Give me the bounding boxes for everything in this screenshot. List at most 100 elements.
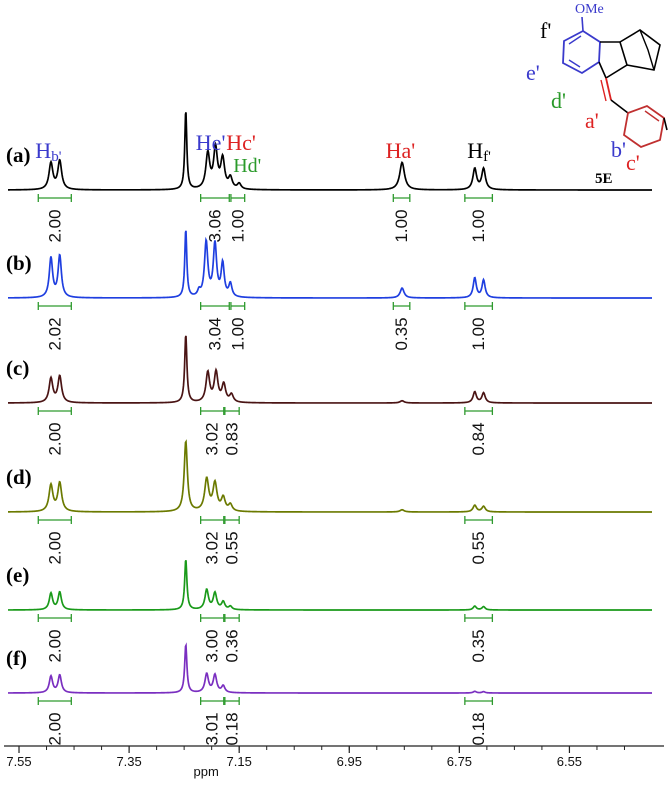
label-f: f' [540, 18, 551, 43]
integral: 2.00 [37, 697, 72, 746]
integral-value: 1.00 [228, 317, 247, 350]
methyl-bond [663, 117, 668, 131]
integral: 1.00 [464, 302, 494, 351]
integral: 3.02 [199, 407, 225, 456]
integral: 2.00 [37, 614, 72, 663]
spectrum-trace [7, 112, 652, 191]
integral-value: 1.00 [469, 317, 488, 350]
peak-label: Hf' [467, 138, 491, 165]
peak-label: Hb' [35, 138, 61, 165]
integral-value: 0.84 [469, 422, 488, 455]
integral: 0.35 [464, 614, 494, 663]
integral-value: 2.00 [45, 209, 64, 242]
spectrum-trace [8, 642, 652, 694]
label-d: d' [551, 88, 566, 113]
integral-value: 2.00 [45, 531, 64, 564]
peak-label: Hc' [226, 130, 256, 155]
ome-label: OMe [575, 2, 604, 17]
integral: 2.00 [37, 407, 72, 456]
peak-label: He' [196, 130, 226, 155]
spectrum-trace [7, 335, 652, 404]
integral-value: 2.00 [45, 422, 64, 455]
x-tick-label: 7.35 [116, 754, 141, 769]
bicyclo-bridge [619, 29, 661, 71]
integral: 3.00 [199, 614, 225, 663]
integral-value: 3.04 [206, 317, 225, 350]
integral: 0.55 [223, 516, 242, 565]
integral: 0.83 [223, 407, 242, 456]
label-e: e' [526, 60, 540, 85]
spectrum-label: (f) [6, 646, 27, 670]
integral: 2.02 [37, 302, 72, 351]
integral: 0.84 [464, 407, 494, 456]
x-tick-label: 7.15 [227, 754, 252, 769]
label-b: b' [611, 137, 626, 162]
spectrum-label: (b) [6, 251, 32, 275]
integral: 0.35 [392, 302, 411, 351]
integral-value: 2.02 [45, 317, 64, 350]
integral-value: 0.55 [223, 531, 242, 564]
x-axis: 7.55 7.35 7.15 6.95 6.75 6.55 ppm [4, 745, 664, 779]
integral: 3.01 [199, 697, 225, 746]
exo-bond [605, 77, 612, 101]
integral: 2.00 [37, 194, 72, 243]
integral-value: 0.83 [223, 422, 242, 455]
integral: 0.55 [464, 516, 494, 565]
integral-value: 3.01 [203, 712, 222, 745]
x-tick-label: 7.55 [6, 754, 31, 769]
integral: 0.36 [223, 614, 242, 663]
integral-value: 2.00 [45, 629, 64, 662]
integral: 0.18 [223, 697, 242, 746]
peak-label: Hd' [233, 155, 261, 177]
benzo-double-bond-1 [568, 35, 582, 45]
tolyl-ring [623, 104, 665, 149]
integral-value: 1.00 [392, 209, 411, 242]
bicyclo-bridge-top [639, 29, 655, 71]
spectrum-label: (c) [6, 356, 29, 380]
benzo-double-bond-2 [568, 59, 581, 68]
integral-value: 0.36 [223, 629, 242, 662]
integral: 2.00 [37, 516, 72, 565]
x-tick-label: 6.95 [337, 754, 362, 769]
label-a: a' [585, 108, 599, 133]
ome-bond [581, 16, 584, 32]
spectrum-trace [8, 559, 652, 611]
integral: 1.00 [228, 194, 247, 243]
integral: 3.02 [199, 516, 225, 565]
x-tick-label: 6.75 [447, 754, 472, 769]
integral: 1.00 [228, 302, 247, 351]
integral: 3.04 [199, 302, 230, 351]
peak-label: Ha' [386, 138, 416, 163]
label-c: c' [626, 150, 640, 175]
integral-value: 3.02 [203, 422, 222, 455]
compound-label: 5E [595, 171, 613, 187]
integral-value: 3.06 [206, 209, 225, 242]
integral-value: 3.00 [203, 629, 222, 662]
x-tick-label: 6.55 [557, 754, 582, 769]
integral-value: 0.18 [469, 712, 488, 745]
vinyl-bond [610, 99, 629, 114]
integral-value: 1.00 [469, 209, 488, 242]
exo-bond-2 [600, 79, 607, 102]
benzo-ring [562, 29, 601, 75]
integral-value: 2.00 [45, 712, 64, 745]
integral: 1.00 [392, 194, 411, 243]
integral-value: 0.55 [469, 531, 488, 564]
integral: 0.18 [464, 697, 494, 746]
spectrum-trace [7, 439, 652, 513]
spectrum-label: (d) [6, 465, 32, 489]
integral-value: 0.18 [223, 712, 242, 745]
five-ring [598, 41, 628, 80]
spectrum-trace [7, 230, 652, 299]
x-axis-label: ppm [194, 764, 219, 779]
spectrum-label: (a) [6, 143, 31, 167]
